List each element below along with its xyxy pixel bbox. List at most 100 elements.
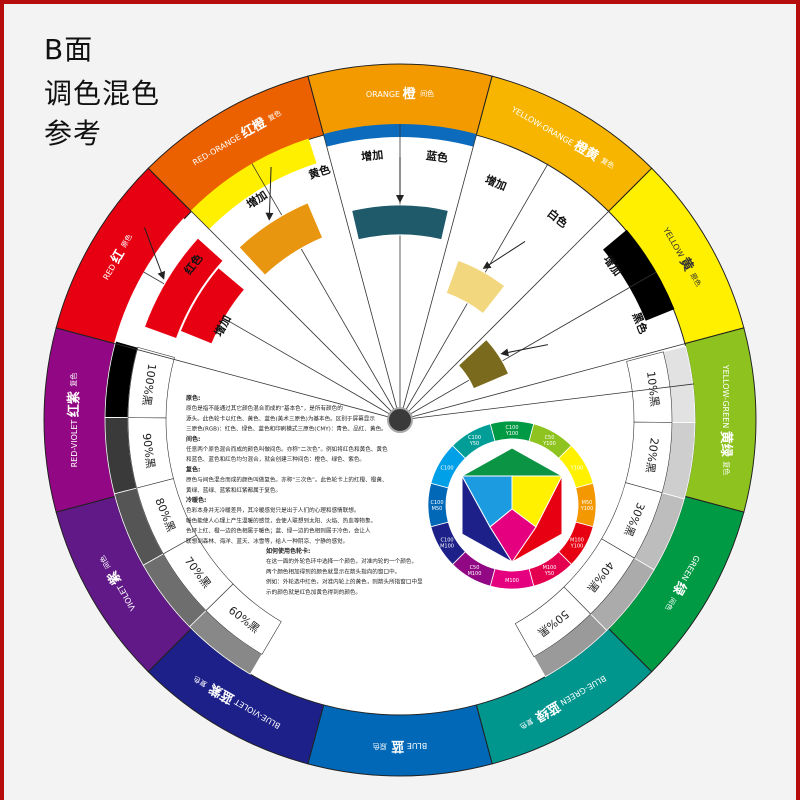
info-line: 联想到森林、海洋、蓝天、冰雪等，给人一种阴凉、宁静的感觉。	[186, 537, 348, 545]
mini-wheel-segment	[452, 423, 496, 459]
ring-label-en: ORANGE	[366, 90, 403, 99]
gray-swatch-label-box	[205, 583, 282, 655]
usage-text-block: 如何使用色轮卡:在这一面的外轮色环中选择一个颜色，对准内轮的一个颜色，两个颜色相…	[266, 547, 423, 596]
gray-swatch-label-box	[127, 346, 175, 419]
mix-result-swatch	[238, 202, 324, 276]
ring-label-zh: 红紫	[66, 387, 82, 418]
info-line: 暖色能使人心理上产生温暖的感觉，会使人联想到太阳、火焰、热血等物象。	[186, 516, 376, 524]
info-line: 色彩本身并无冷暖差异，其冷暖感觉只是出于人们的心理和感情联想。	[186, 506, 359, 514]
divider-line	[399, 271, 657, 421]
mini-label-part: C100	[430, 500, 443, 506]
divider-line	[113, 343, 401, 421]
mix-result-swatch	[351, 204, 449, 241]
hex-blue	[461, 475, 513, 563]
gray-swatch: 20%黑	[625, 421, 696, 500]
gray-swatch-label: 100%黑	[140, 363, 159, 407]
gray-swatch-label-box	[601, 482, 663, 559]
mix-add-label: 增加	[361, 147, 384, 163]
gray-swatch: 60%黑	[189, 583, 282, 675]
info-line: 源头。此色轮卡以红色、黄色、蓝色(美术三原色)为基本色。区别于屏幕显示	[186, 414, 375, 422]
mini-label-part: Y50	[469, 440, 479, 446]
mini-label-part: Y100	[542, 440, 556, 446]
ring-segment-yellow-green: YELLOW-GREEN 黄绿 复色	[684, 327, 757, 513]
mix-color-label: 蓝色	[425, 148, 449, 165]
info-heading: 原色:	[186, 394, 200, 402]
ring-label-zh: 红	[107, 243, 130, 266]
ring-label-zh: 黄	[677, 254, 700, 277]
gray-swatch-label-box	[136, 478, 197, 555]
gray-swatch-label: 20%黑	[643, 437, 661, 474]
gray-swatch: 90%黑	[104, 417, 174, 495]
info-line: 和蓝色、蓝色和红色均匀混合，就会创建三种间色：橙色、绿色、紫色。	[186, 455, 365, 463]
gray-swatch: 30%黑	[601, 482, 685, 571]
ring-label-zh: 绿	[667, 579, 690, 602]
ring-label-zh: 橙	[403, 86, 421, 102]
divider-line	[251, 163, 401, 421]
ring-segment-label: RED-VIOLET 红紫 复色	[66, 373, 82, 468]
arrow-icon	[143, 227, 166, 280]
mini-label-part: M100	[505, 578, 519, 584]
info-heading: 冷暖色:	[186, 496, 206, 504]
ring-segment-fill	[43, 327, 116, 513]
ring-label-zh: 蓝	[387, 739, 405, 755]
gray-swatch: 40%黑	[563, 538, 655, 631]
ring-segment-label: YELLOW-GREEN 黄绿 复色	[719, 364, 735, 476]
ring-segment-red-orange: RED-ORANGE 红橙 复色	[147, 75, 325, 213]
gray-swatch: 80%黑	[113, 478, 197, 566]
info-line: 黄绿、蓝绿、蓝紫和红紫都属于复色。	[186, 486, 281, 494]
mini-label-part: C50	[470, 565, 480, 571]
gray-swatch-label-box	[563, 538, 635, 615]
info-line: 色环上红、橙一边的色相属于暖色；蓝、绿一边的色相则属于冷色，会让人	[186, 527, 371, 535]
info-heading: 复色:	[185, 465, 200, 473]
ring-label-en: YELLOW-GREEN	[722, 364, 731, 431]
divider-line	[399, 383, 694, 421]
center-pivot	[387, 407, 413, 433]
ring-label-type: 复色	[69, 373, 78, 387]
heading-subtitle: 参考	[44, 117, 103, 150]
usage-line: 示的颜色就是红色加黄色得到的颜色。	[266, 588, 361, 596]
yellow-accent-arc	[190, 138, 317, 230]
ring-segment-label: ORANGE 橙 间色	[366, 86, 434, 102]
gray-swatch-label-box	[127, 417, 174, 489]
ring-segment-red-violet: RED-VIOLET 红紫 复色	[43, 327, 116, 513]
divider-line	[399, 133, 477, 421]
mini-label-part: Y100	[570, 465, 584, 471]
arrow-icon	[265, 166, 274, 221]
mini-label-part: Y50	[544, 570, 554, 576]
info-heading: 间色:	[186, 435, 200, 443]
mini-label-part: M100	[468, 570, 482, 576]
divider-line	[190, 210, 401, 421]
gray-swatch: 50%黑	[514, 586, 608, 678]
mini-label-part: M100	[543, 565, 557, 571]
mini-label-part: M100	[570, 537, 584, 543]
mini-label-part: C100	[468, 435, 481, 441]
mix-result-swatch	[179, 266, 246, 345]
ring-segment-yellow: YELLOW 黄 原色	[607, 167, 745, 345]
gray-swatch-label: 90%黑	[140, 433, 157, 470]
arrow-icon	[482, 241, 526, 269]
white-accent-arc	[114, 218, 194, 348]
gray-swatch-label-box	[626, 351, 673, 423]
gray-swatch-label-box	[625, 421, 673, 494]
gray-swatch: 100%黑	[104, 340, 175, 419]
info-line: 原色与间色混合而成的颜色叫做复色。亦称“三次色”。此色轮卡上的红橙、橙黄、	[186, 476, 388, 484]
ring-segment-fill	[684, 327, 757, 513]
gray-swatch: 70%黑	[142, 534, 234, 628]
mini-label-part: C100	[441, 465, 454, 471]
gray-swatch-label-box	[514, 586, 592, 658]
usage-line: 例如：外轮选中红色，对准内轮上的黄色，则箭头所指窗口中显	[266, 578, 423, 586]
mini-label-part: Y100	[580, 505, 594, 511]
mini-label-part: C50	[545, 435, 555, 441]
mini-wheel-label: Y100	[570, 465, 584, 471]
mini-label-part: M50	[582, 500, 593, 506]
